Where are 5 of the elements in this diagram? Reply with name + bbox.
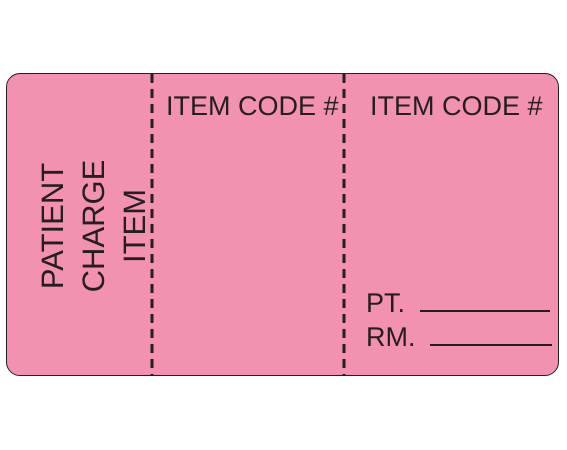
field-caption: ITEM CODE # <box>166 90 340 123</box>
field-caption: RM. <box>366 321 416 354</box>
label-title: PATIENT CHARGE ITEM <box>34 158 153 294</box>
field-caption: PT. <box>366 287 406 320</box>
field-caption: ITEM CODE # <box>370 90 544 123</box>
